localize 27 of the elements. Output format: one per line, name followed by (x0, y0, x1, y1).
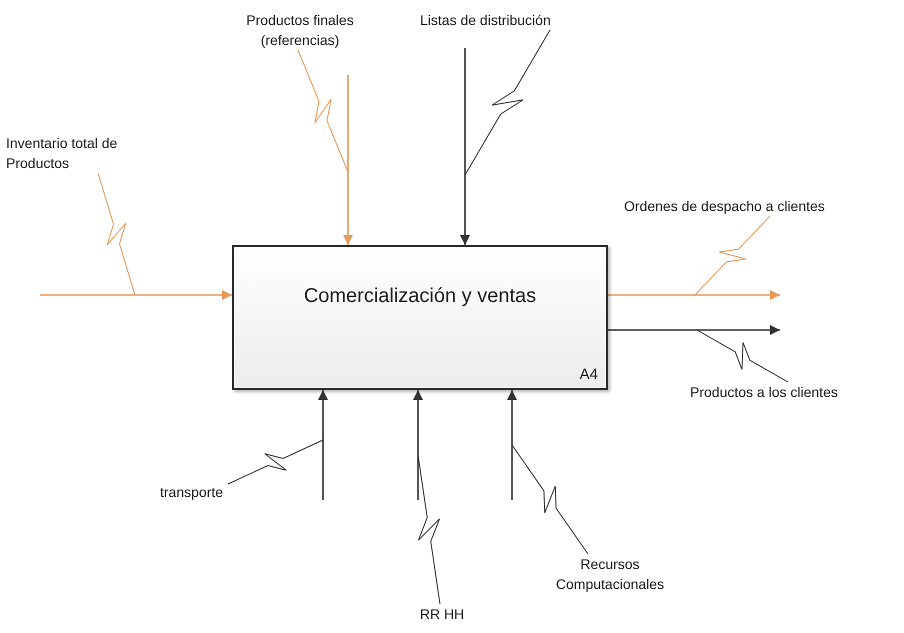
arrow-label: RR HH (414, 604, 470, 624)
leader-line (98, 172, 136, 296)
arrow-label: Productos finales (referencias) (230, 10, 370, 50)
node-number: A4 (580, 364, 598, 384)
arrow (413, 390, 423, 500)
leader-line (694, 216, 770, 296)
arrow-label: Listas de distribución (420, 10, 600, 30)
arrow-label: Productos a los clientes (690, 382, 900, 402)
arrow (460, 48, 470, 245)
arrow (343, 75, 353, 245)
arrow-label: Recursos Computacionales (548, 554, 672, 594)
leader-line (228, 440, 324, 484)
activity-box (232, 245, 608, 390)
arrow (507, 390, 517, 500)
arrow (318, 390, 328, 500)
arrow-label: Ordenes de despacho a clientes (624, 196, 904, 216)
arrow-label: Inventario total de Productos (6, 133, 142, 173)
leader-line (418, 454, 440, 604)
leader-line (464, 30, 550, 176)
leader-line (298, 50, 348, 172)
arrow-label: transporte (160, 482, 240, 502)
arrow (40, 290, 232, 300)
leader-line (512, 444, 588, 554)
arrow (608, 325, 780, 335)
activity-title: Comercialización y ventas (302, 284, 538, 309)
arrow (608, 290, 780, 300)
leader-line (696, 330, 788, 382)
